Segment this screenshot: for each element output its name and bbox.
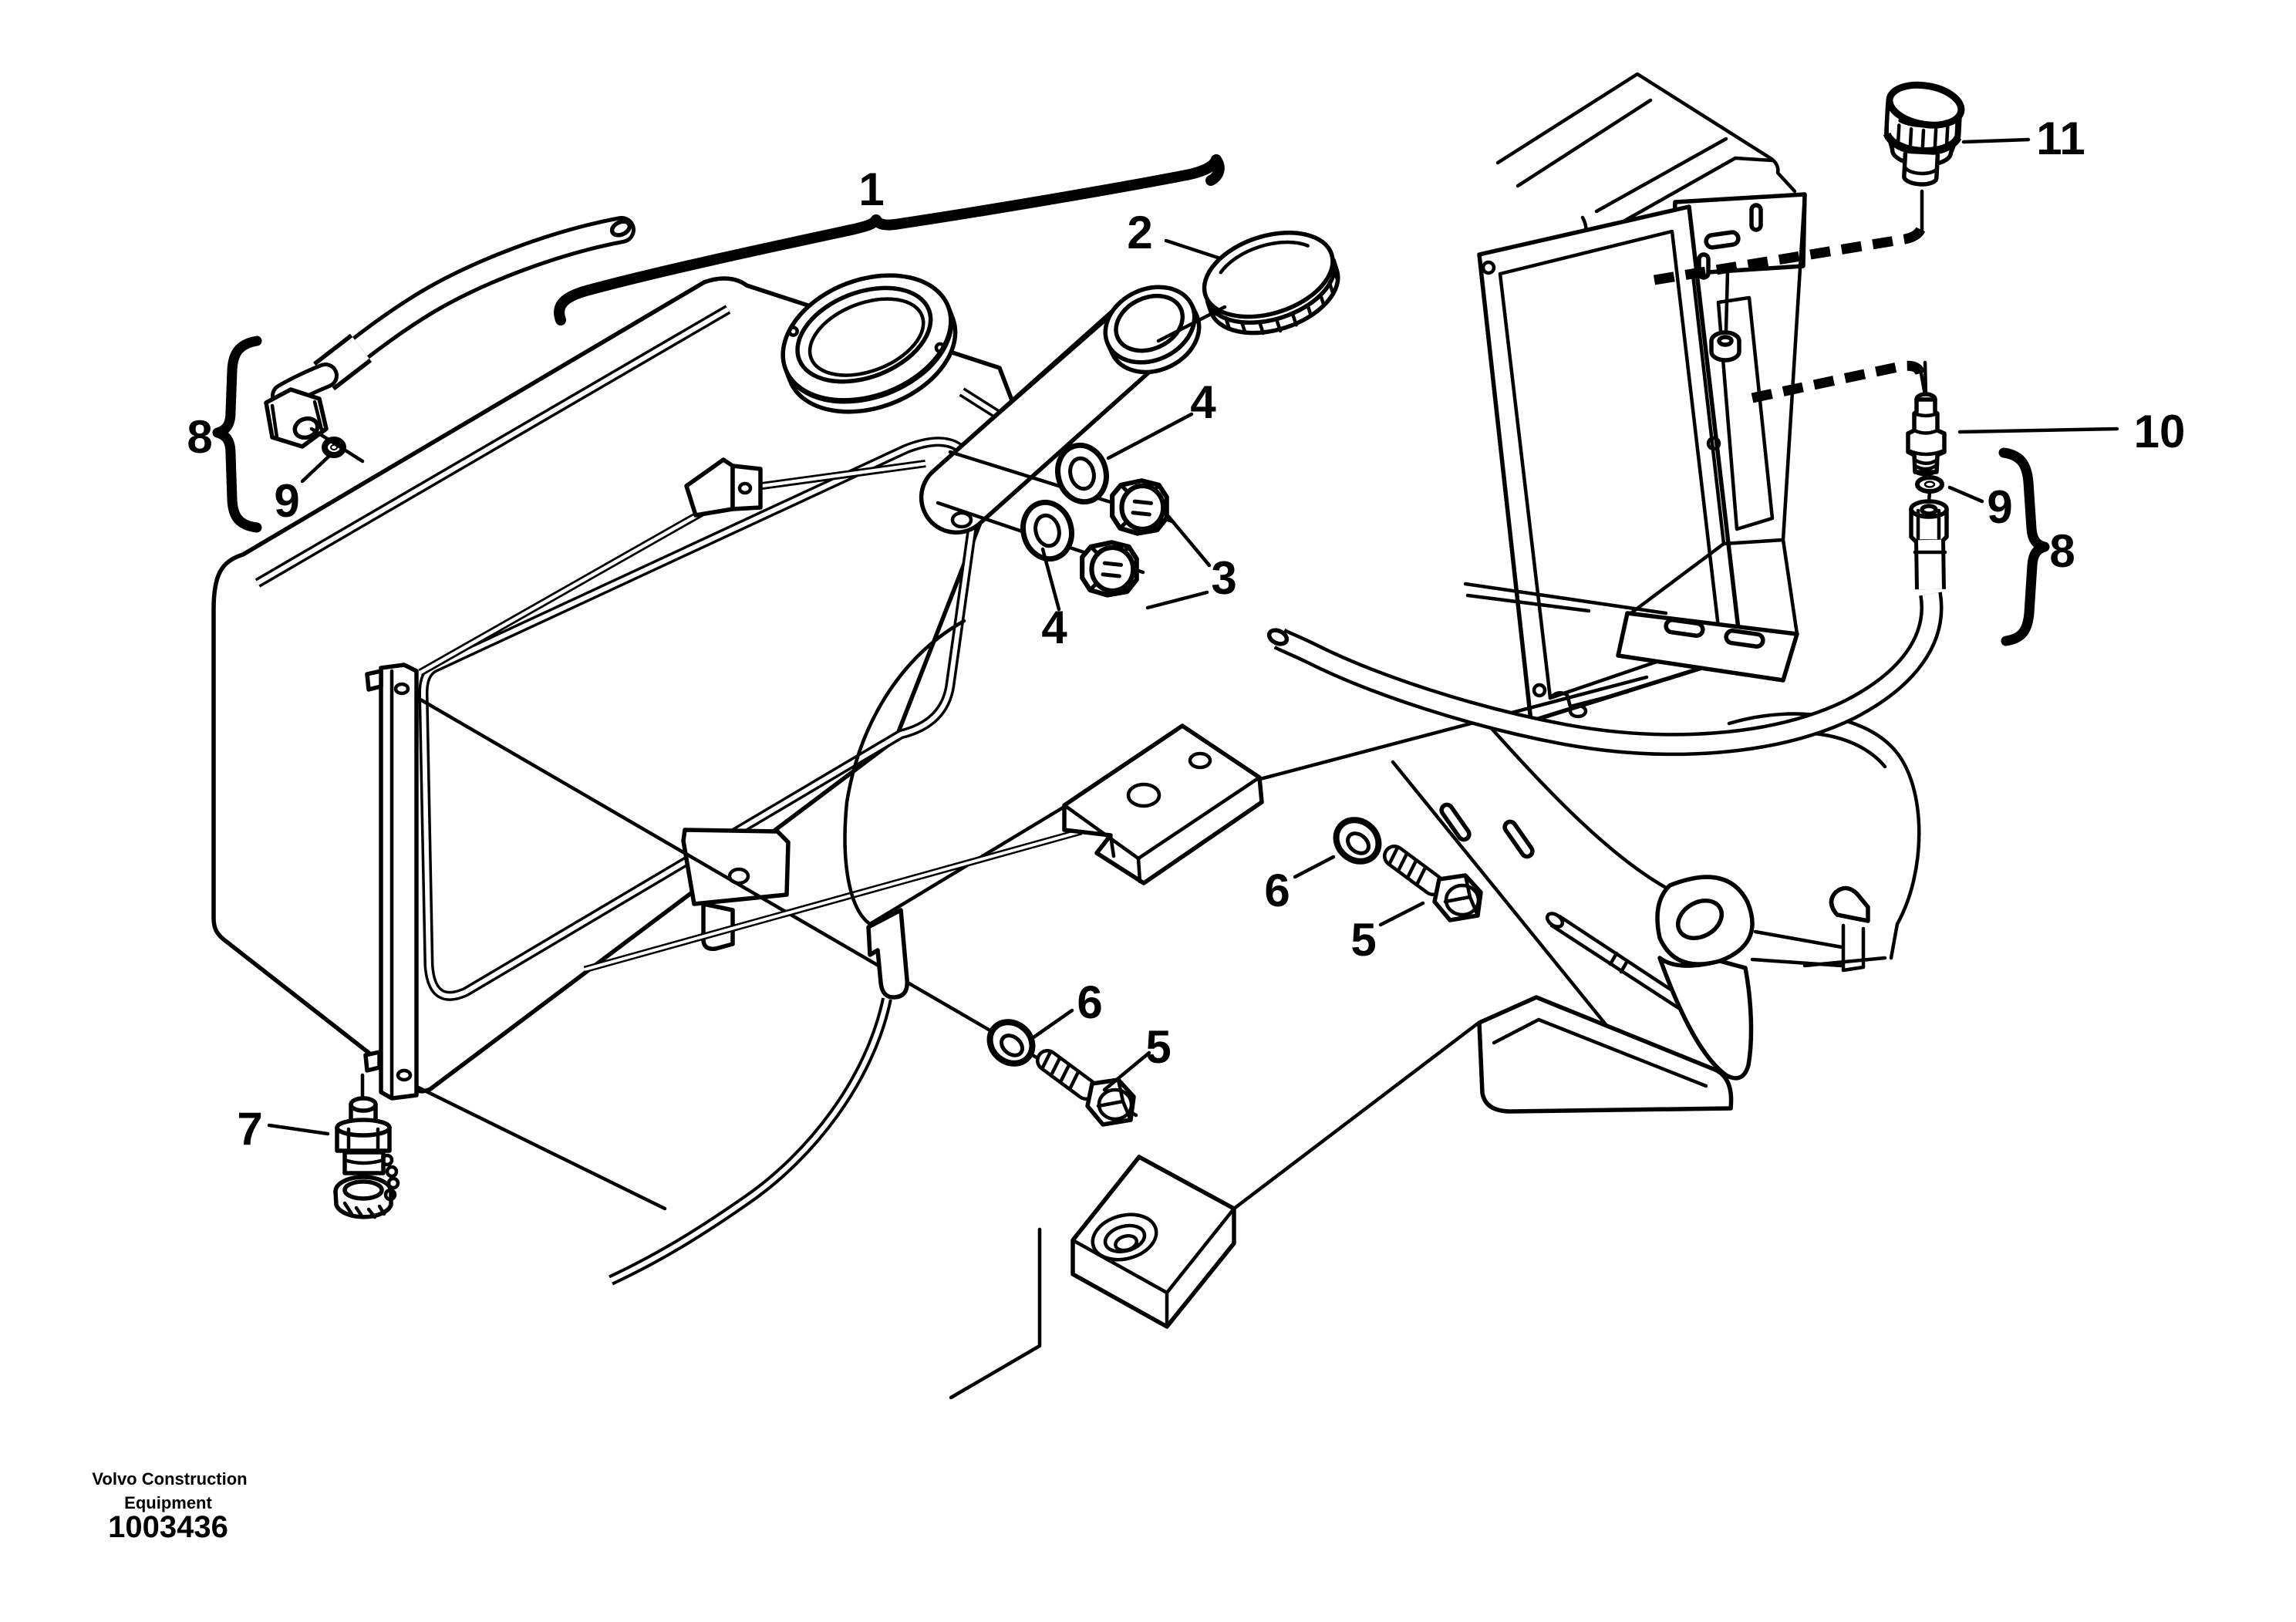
svg-text:9: 9 [1987,481,2012,533]
svg-text:4: 4 [1041,602,1067,653]
svg-text:1003436: 1003436 [108,1510,228,1544]
svg-text:4: 4 [1190,376,1216,428]
svg-text:2: 2 [1127,207,1152,258]
svg-text:6: 6 [1077,976,1102,1028]
svg-text:1: 1 [858,164,884,215]
svg-text:11: 11 [2036,113,2085,164]
svg-text:7: 7 [237,1103,262,1155]
svg-text:9: 9 [274,475,299,527]
svg-text:3: 3 [1211,552,1236,604]
svg-text:Equipment: Equipment [124,1493,212,1512]
svg-text:5: 5 [1145,1021,1171,1073]
svg-text:6: 6 [1264,865,1290,916]
svg-text:8: 8 [187,411,212,463]
svg-text:8: 8 [2049,525,2075,577]
svg-text:5: 5 [1350,914,1376,966]
svg-text:Volvo Construction: Volvo Construction [92,1469,247,1489]
svg-text:10: 10 [2134,406,2186,457]
